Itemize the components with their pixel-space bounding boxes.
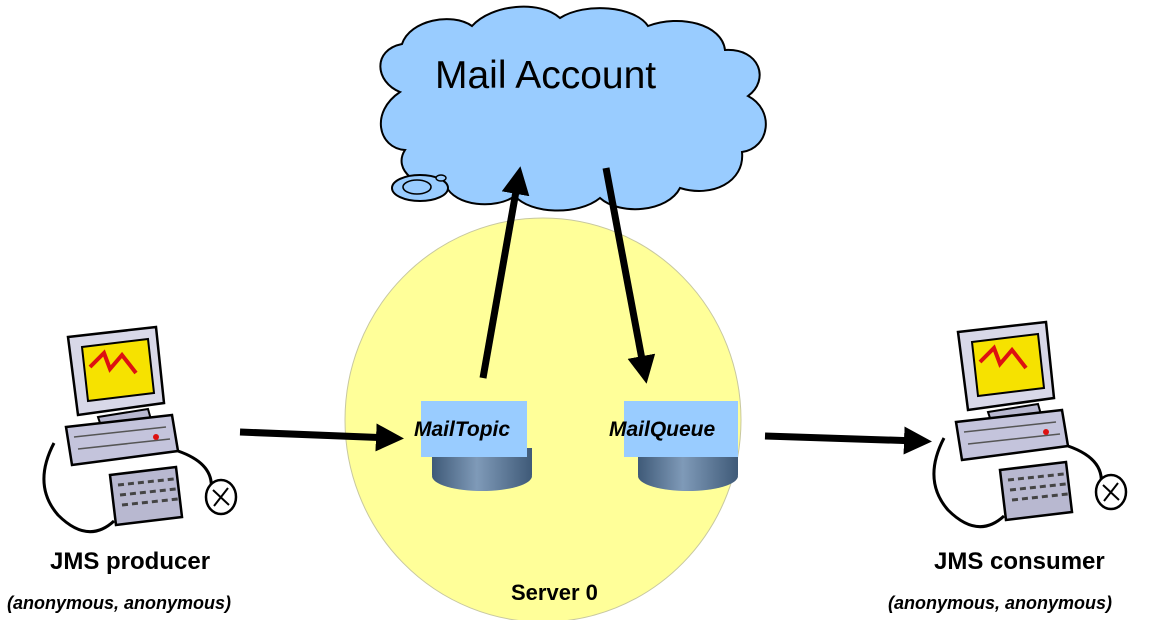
- mailtopic-label: MailTopic: [414, 418, 511, 441]
- producer-computer-icon: [42, 325, 238, 534]
- producer-label: JMS producer: [50, 548, 211, 575]
- mailqueue-label: MailQueue: [609, 418, 716, 441]
- mailtopic-destination: [421, 401, 532, 491]
- mail-account-cloud: [379, 5, 767, 212]
- arrow-topic-to-cloud: [479, 166, 530, 379]
- arrow-cloud-to-queue: [602, 167, 656, 384]
- consumer-computer-icon: [932, 320, 1128, 529]
- consumer-credentials: (anonymous, anonymous): [888, 593, 1113, 613]
- mailqueue-destination: [624, 401, 738, 491]
- server-label: Server 0: [511, 580, 598, 605]
- consumer-label: JMS consumer: [934, 548, 1105, 575]
- server-node: [344, 217, 742, 620]
- producer-credentials: (anonymous, anonymous): [7, 593, 232, 613]
- mail-account-label: Mail Account: [435, 54, 657, 97]
- arrow-producer-to-topic: [239, 423, 404, 452]
- arrow-queue-to-consumer: [764, 426, 932, 455]
